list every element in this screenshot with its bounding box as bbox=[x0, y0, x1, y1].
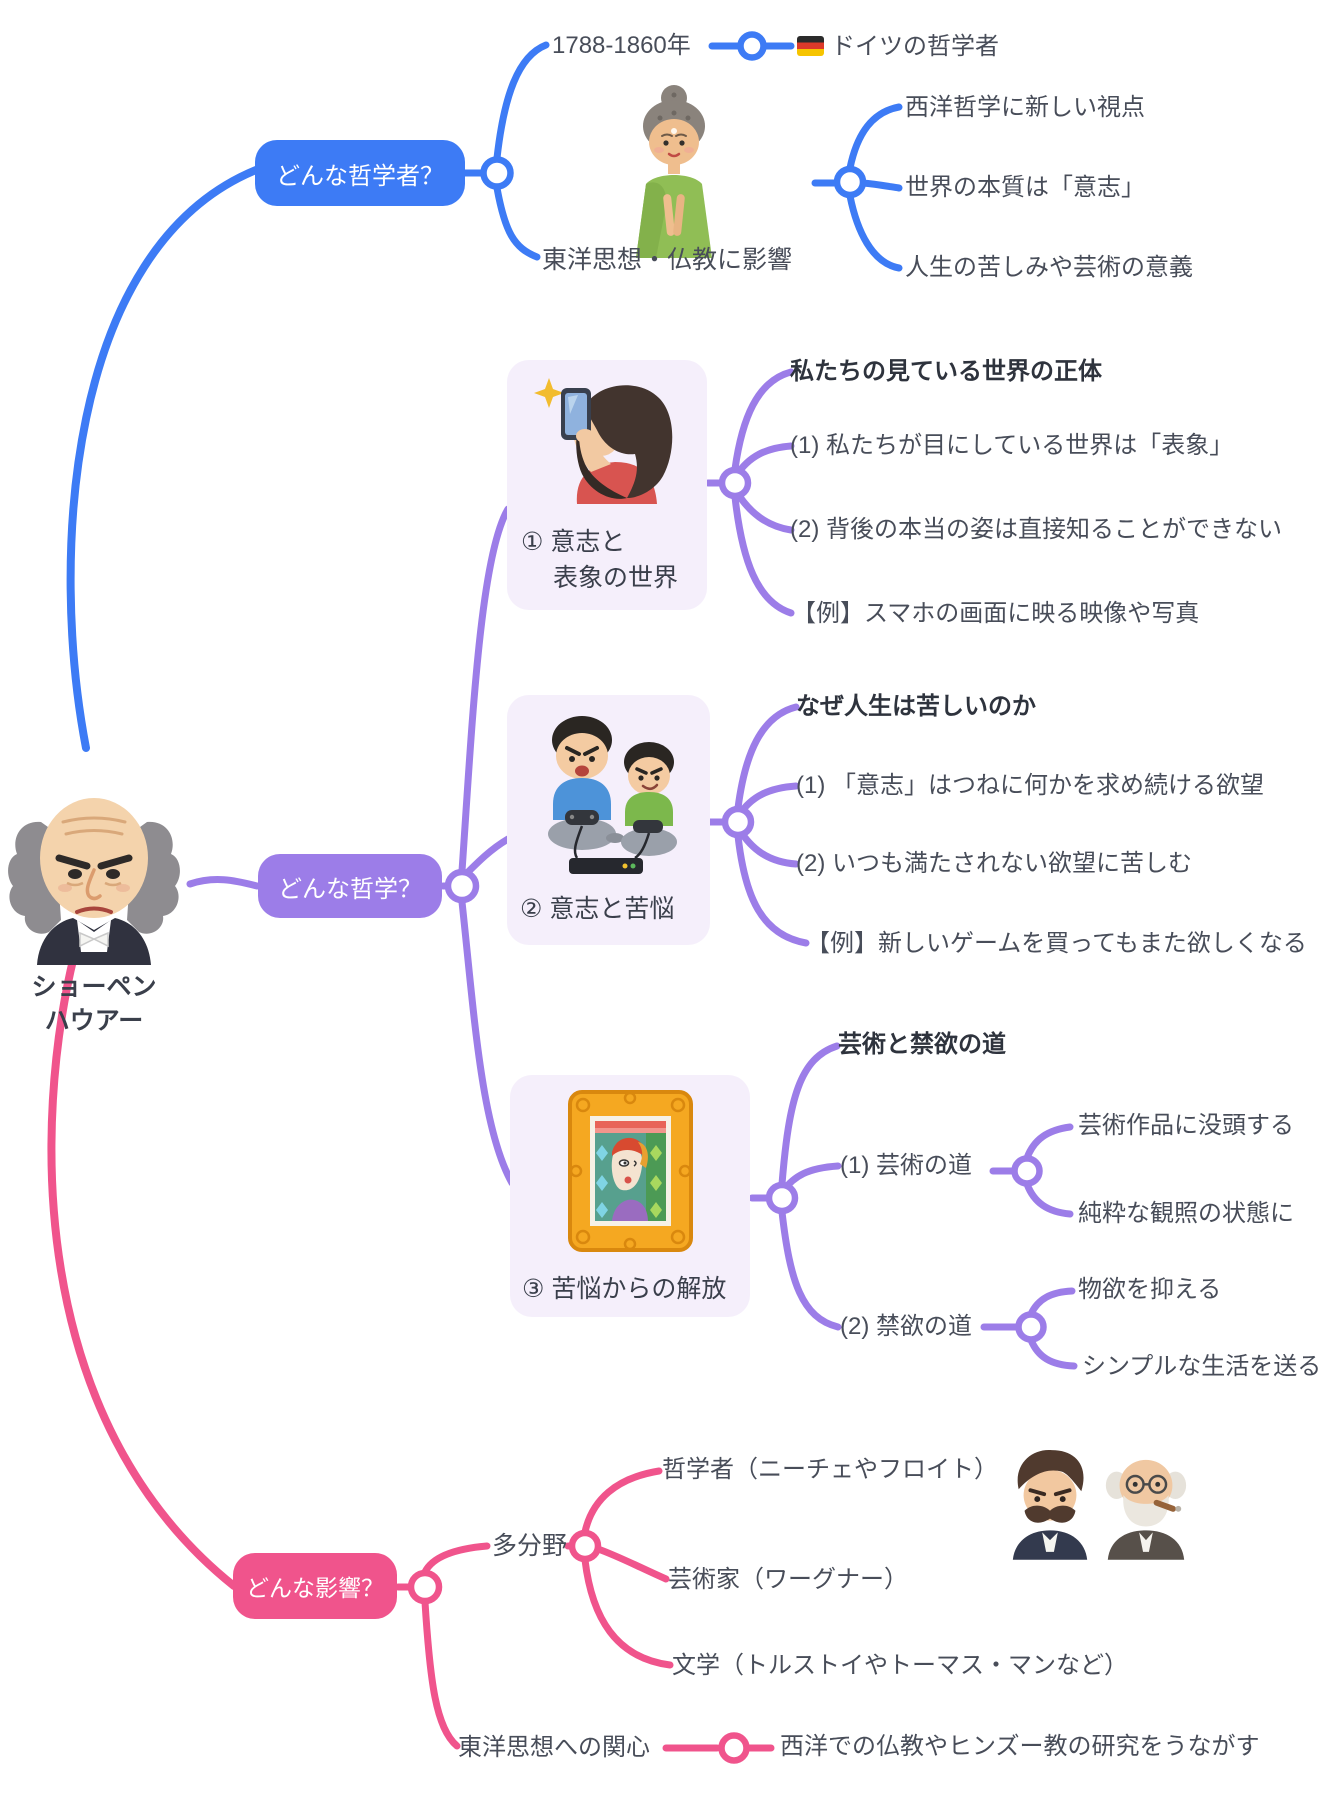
kids-playing-video-games-illustration bbox=[525, 710, 691, 885]
topic2-label[interactable]: ② 意志と苦悩 bbox=[520, 895, 675, 923]
philosophy-button-label: どんな哲学？ bbox=[278, 875, 422, 903]
node-years[interactable]: 1788-1860年 bbox=[552, 32, 691, 59]
topic3-art-path[interactable]: (1) 芸術の道 bbox=[840, 1152, 972, 1179]
node-multi-field[interactable]: 多分野 bbox=[492, 1532, 568, 1560]
philosopher-point-2[interactable]: 世界の本質は「意志」 bbox=[905, 174, 1145, 201]
influence-branch-button[interactable]: どんな影響？ bbox=[233, 1553, 397, 1619]
node-eastern-influence[interactable]: 東洋思想・仏教に影響 bbox=[542, 246, 793, 274]
topic1-label-line2[interactable]: 表象の世界 bbox=[553, 564, 679, 592]
woman-taking-photo-illustration bbox=[527, 376, 687, 509]
buddha-monk-illustration bbox=[626, 82, 722, 263]
philosopher-button-label: どんな哲学者？ bbox=[276, 162, 444, 190]
topic3-ascetic-path[interactable]: (2) 禁欲の道 bbox=[840, 1313, 972, 1340]
eastern-interest-child[interactable]: 西洋での仏教やヒンズー教の研究をうながす bbox=[780, 1733, 1260, 1760]
philosopher-point-3[interactable]: 人生の苦しみや芸術の意義 bbox=[905, 254, 1193, 281]
art-path-child-1[interactable]: 芸術作品に没頭する bbox=[1078, 1112, 1294, 1139]
topic2-heading[interactable]: なぜ人生は苦しいのか bbox=[796, 693, 1036, 720]
freud-portrait-illustration bbox=[1098, 1440, 1192, 1565]
topic1-heading[interactable]: 私たちの見ている世界の正体 bbox=[790, 358, 1102, 385]
influence-artists[interactable]: 芸術家（ワーグナー） bbox=[668, 1566, 908, 1593]
influence-button-label: どんな影響？ bbox=[246, 1575, 384, 1601]
topic1-label-line1[interactable]: ① 意志と bbox=[521, 528, 626, 556]
framed-painting-illustration bbox=[568, 1090, 693, 1257]
root-name-line2: ハウアー bbox=[44, 1007, 144, 1035]
node-nationality[interactable]: ドイツの哲学者 bbox=[831, 33, 999, 60]
topic1-point-1[interactable]: (1) 私たちが目にしている世界は「表象」 bbox=[790, 432, 1234, 459]
influence-philosophers[interactable]: 哲学者（ニーチェやフロイト） bbox=[662, 1456, 998, 1483]
nietzsche-portrait-illustration bbox=[1005, 1444, 1095, 1565]
schopenhauer-portrait-illustration bbox=[3, 770, 185, 970]
philosopher-point-1[interactable]: 西洋哲学に新しい視点 bbox=[905, 94, 1145, 121]
topic1-point-2[interactable]: (2) 背後の本当の姿は直接知ることができない bbox=[790, 516, 1282, 543]
influence-literature[interactable]: 文学（トルストイやトーマス・マンなど） bbox=[672, 1652, 1128, 1679]
topic3-heading[interactable]: 芸術と禁欲の道 bbox=[838, 1031, 1006, 1058]
philosophy-branch-button[interactable]: どんな哲学？ bbox=[258, 854, 442, 918]
art-path-child-2[interactable]: 純粋な観照の状態に bbox=[1078, 1200, 1294, 1227]
node-eastern-interest[interactable]: 東洋思想への関心 bbox=[458, 1734, 650, 1761]
root-name-line1: ショーペン bbox=[31, 973, 157, 1001]
topic2-point-1[interactable]: (1) 「意志」はつねに何かを求め続ける欲望 bbox=[796, 772, 1264, 799]
philosopher-branch-button[interactable]: どんな哲学者？ bbox=[255, 140, 465, 206]
germany-flag-icon bbox=[797, 36, 824, 56]
ascetic-path-child-2[interactable]: シンプルな生活を送る bbox=[1082, 1353, 1322, 1380]
root-node-label[interactable]: ショーペン ハウアー bbox=[3, 970, 185, 1038]
topic1-example[interactable]: 【例】スマホの画面に映る映像や写真 bbox=[792, 600, 1200, 627]
topic2-example[interactable]: 【例】新しいゲームを買ってもまた欲しくなる bbox=[806, 930, 1307, 957]
topic2-point-2[interactable]: (2) いつも満たされない欲望に苦しむ bbox=[796, 850, 1192, 877]
ascetic-path-child-1[interactable]: 物欲を抑える bbox=[1078, 1276, 1222, 1303]
topic3-label[interactable]: ③ 苦悩からの解放 bbox=[522, 1275, 727, 1303]
